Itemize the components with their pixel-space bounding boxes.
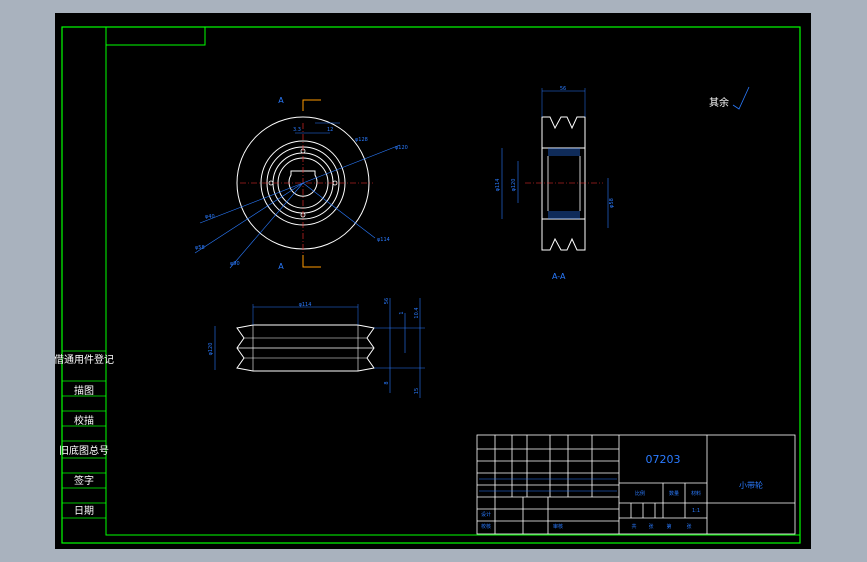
side-profile-view <box>214 298 425 398</box>
dim-section-width: 56 <box>560 86 566 92</box>
section-mark-top: A <box>278 96 284 105</box>
inner-frame <box>105 26 801 536</box>
roughness-symbol <box>732 86 750 110</box>
dim-front-max: φ128 <box>355 137 368 143</box>
side-row-reg: 借通用件登记 <box>55 353 114 366</box>
sheet-index: 第 <box>666 523 671 530</box>
section-caption: A-A <box>552 272 566 281</box>
top-corner-box <box>105 26 206 46</box>
dim-front-outer: φ120 <box>395 145 408 151</box>
dim-bottom-outer: φ120 <box>208 343 214 356</box>
side-row-trace: 描图 <box>74 384 94 397</box>
sheet-unit-1: 张 <box>648 523 653 530</box>
dim-bottom-a: 1 <box>399 311 405 314</box>
sheet-total: 共 <box>631 523 636 530</box>
front-view <box>194 99 401 269</box>
dim-bottom-c: 8 <box>384 381 390 384</box>
drawing-sheet: 借通用件登记 描图 校描 旧底图总号 签字 日期 A A φ40 φ58 φ90… <box>55 13 811 549</box>
dim-front-key: 12 <box>327 127 333 133</box>
sign-check: 校核 <box>481 523 491 530</box>
dim-front-hub: φ58 <box>195 245 205 251</box>
drawing-canvas: 借通用件登记 描图 校描 旧底图总号 签字 日期 A A φ40 φ58 φ90… <box>55 26 801 544</box>
dim-bottom-width: 56 <box>384 298 390 304</box>
dim-front-groove: φ114 <box>377 237 390 243</box>
part-name: 小带轮 <box>739 480 763 490</box>
title-label-material: 材料 <box>691 490 701 497</box>
dim-front-ring: φ90 <box>230 261 240 267</box>
part-code: 07203 <box>646 453 681 466</box>
title-block-grid <box>479 478 617 492</box>
title-label-scale: 比例 <box>635 490 645 497</box>
side-row-date: 日期 <box>74 505 94 517</box>
sign-design: 设计 <box>481 511 491 518</box>
outer-border <box>61 26 801 544</box>
side-row-check: 校描 <box>74 414 94 427</box>
dim-section-groove: φ114 <box>495 179 501 192</box>
dim-front-bore: φ40 <box>205 214 215 220</box>
section-mark-bottom: A <box>278 262 284 271</box>
scale-value: 1:1 <box>692 508 700 514</box>
side-row-old-number: 旧底图总号 <box>59 444 109 457</box>
dim-bottom-b: 10.4 <box>414 307 420 318</box>
section-view <box>501 88 609 251</box>
title-label-qty: 数量 <box>669 490 679 497</box>
dim-section-outer: φ120 <box>511 179 517 192</box>
sheet-unit-2: 张 <box>686 523 691 530</box>
dim-bottom-d: 15 <box>414 388 420 394</box>
side-table <box>62 350 106 519</box>
side-row-sign: 签字 <box>74 474 94 487</box>
roughness-note: 其余 <box>709 96 729 109</box>
sign-review: 审核 <box>553 523 563 530</box>
dim-bottom-groove: φ114 <box>299 302 312 308</box>
dim-section-hub: φ58 <box>609 198 615 208</box>
dim-front-depth: 3.3 <box>293 127 301 133</box>
title-block <box>476 434 796 535</box>
